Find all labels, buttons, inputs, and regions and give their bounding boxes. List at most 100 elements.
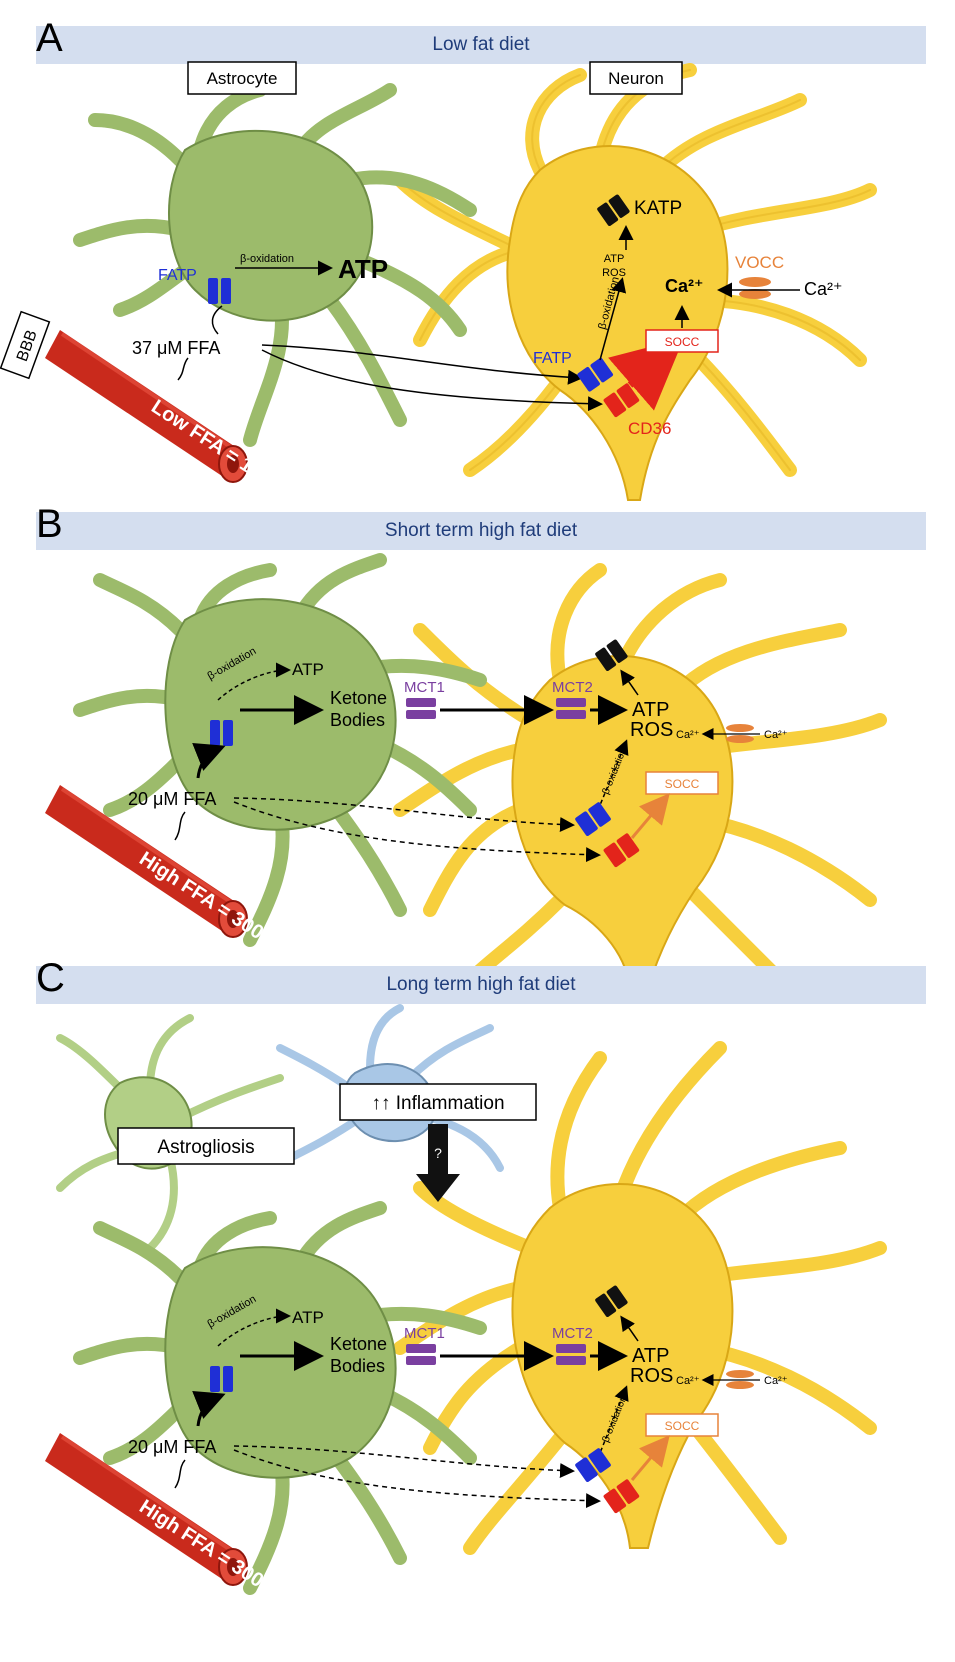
atp-to-katp-arrow: [620, 1315, 639, 1342]
socc-box: [645, 329, 719, 353]
atp-astro: ATP: [292, 1308, 324, 1327]
cd36-to-socc-arrow: [608, 338, 684, 411]
vocc-channel: [726, 1370, 754, 1389]
fatp-transporter: [223, 720, 233, 746]
atp-astro: ATP: [338, 254, 388, 284]
ffa-label: 20 μM FFA: [128, 1437, 216, 1457]
ros-label: ROS: [630, 719, 673, 741]
panel-b-header: Short term high fat diet: [36, 512, 926, 550]
ca-in: Ca²⁺: [676, 1375, 700, 1387]
mct2-label: MCT2: [552, 1325, 593, 1342]
panel-c-header: Long term high fat diet: [36, 966, 926, 1004]
mct1-transporter: [406, 1344, 436, 1365]
fatp-transporter: [575, 1448, 611, 1482]
ros-label: ROS: [630, 1365, 673, 1387]
socc-label: SOCC: [665, 335, 700, 349]
panel-a-header: Low fat diet: [36, 26, 926, 64]
atp-astro: ATP: [292, 660, 324, 679]
katp-channel: [595, 1285, 628, 1317]
cd36-label: CD36: [628, 419, 671, 438]
mct2-label: MCT2: [552, 679, 593, 696]
panel-c-title: Long term high fat diet: [386, 974, 576, 995]
panel-a: Low fat diet A Low F: [0, 0, 955, 520]
astrocyte-cell: [73, 553, 487, 947]
cd36-to-socc-arrow: [630, 1435, 670, 1481]
astrocyte-label: Astrocyte: [207, 69, 278, 88]
ffa-to-cd36-arrow: [233, 801, 601, 863]
katp-channel: [595, 639, 628, 671]
panel-c-letter: C: [36, 956, 65, 1000]
panel-b-title: Short term high fat diet: [384, 520, 578, 541]
vocc-channel: [726, 724, 754, 743]
vocc-label: VOCC: [735, 253, 784, 272]
mct2-transporter: [556, 698, 586, 719]
katp-channel: [597, 194, 630, 226]
atp-label: ATP: [632, 699, 669, 721]
ca-out: Ca²⁺: [764, 729, 788, 741]
atp-to-katp-arrow: [620, 669, 639, 696]
panel-b: Short term high fat diet B: [0, 502, 955, 988]
panel-b-letter: B: [36, 502, 63, 546]
cd36-to-socc-arrow: [630, 793, 670, 839]
neuron-cell: [393, 63, 877, 501]
socc-label: SOCC: [665, 1419, 700, 1433]
blood-vessel: [45, 330, 248, 483]
vocc-channel: [739, 277, 771, 299]
ffa-to-fatp-arrow: [261, 344, 583, 385]
ffa-to-cd36-arrow: [233, 1449, 601, 1509]
neuron-label: Neuron: [608, 69, 664, 88]
question-arrow: [416, 1124, 460, 1202]
neuron-beta-oxidation-arrow: [597, 1385, 629, 1459]
astrogliosis-box: [117, 1127, 295, 1165]
ketone-label: Ketone: [330, 688, 387, 708]
ffa-uptake-arrow: [192, 742, 226, 779]
ffa-label: 20 μM FFA: [128, 789, 216, 809]
blood-vessel: [45, 1433, 248, 1586]
ffa-uptake-arrow: [192, 1390, 226, 1427]
mct1-transporter: [406, 698, 436, 719]
fatp-transporter: [208, 278, 218, 304]
ffa-uptake-arrow: [211, 305, 223, 335]
vessel-to-ffa-arrow: [177, 357, 189, 381]
panel-a-diagram: Low FFA = 100 μM BBB Astrocyte Neuron FA…: [0, 61, 877, 509]
mct1-label: MCT1: [404, 679, 445, 696]
fatp-label-neuron: FATP: [533, 350, 572, 367]
atp-small: ATP: [604, 253, 625, 265]
beta-oxidation-astro: β-oxidation: [240, 253, 294, 265]
question-mark: ?: [434, 1145, 442, 1161]
socc-box: [645, 1413, 719, 1437]
astrogliosis-label: Astrogliosis: [157, 1137, 254, 1158]
fatp-label-astro: FATP: [158, 267, 197, 284]
beta-oxidation-arrow: [217, 662, 291, 701]
fatp-transporter: [221, 278, 231, 304]
ros-small: ROS: [602, 267, 626, 279]
bodies-label: Bodies: [330, 710, 385, 730]
ca-in: Ca²⁺: [665, 276, 704, 296]
neuron-label-box: [589, 61, 683, 95]
ca-in: Ca²⁺: [676, 729, 700, 741]
ffa-to-fatp-arrow: [233, 797, 575, 833]
fatp-transporter: [223, 1366, 233, 1392]
bodies-label: Bodies: [330, 1356, 385, 1376]
panel-a-title: Low fat diet: [432, 34, 530, 55]
socc-box: [645, 771, 719, 795]
neuron-beta-oxidation-arrow: [599, 277, 627, 361]
fatp-transporter: [210, 720, 220, 746]
mct1-label: MCT1: [404, 1325, 445, 1342]
bbb-box: BBB: [0, 310, 51, 380]
mct2-transporter: [556, 1344, 586, 1365]
fatp-transporter: [210, 1366, 220, 1392]
cd36-receptor: [603, 833, 640, 868]
ca-out: Ca²⁺: [764, 1375, 788, 1387]
astrocyte-label-box: [187, 61, 297, 95]
socc-label: SOCC: [665, 777, 700, 791]
astrocyte-cell: [73, 1201, 487, 1595]
neuron-beta-oxidation-arrow: [597, 739, 629, 811]
vessel-to-ffa-arrow: [174, 1459, 186, 1489]
vessel-label: Low FFA = 100 μM: [147, 396, 304, 509]
ffa-to-cd36-arrow: [261, 349, 603, 412]
fatp-transporter: [575, 802, 611, 836]
katp-label: KATP: [634, 198, 682, 219]
ffa-to-fatp-arrow: [233, 1445, 575, 1479]
panel-c: Long term high fat diet C: [0, 956, 955, 1662]
